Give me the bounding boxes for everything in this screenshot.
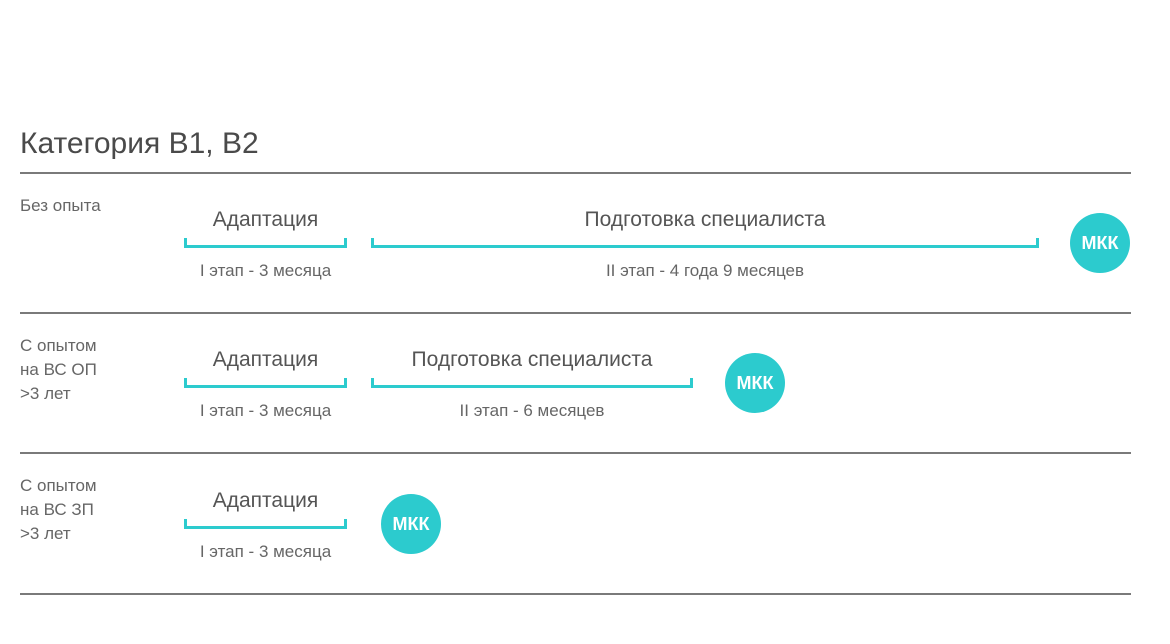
mkk-badge: МКК	[381, 494, 441, 554]
stage-bracket	[184, 519, 347, 529]
row-label: С опытом на ВС ОП >3 лет	[20, 336, 97, 403]
divider	[20, 452, 1131, 454]
row-label: С опытом на ВС ЗП >3 лет	[20, 476, 97, 543]
stage-duration: II этап - 6 месяцев	[459, 401, 605, 420]
stage-duration: I этап - 3 месяца	[199, 401, 332, 420]
stage-bracket	[184, 378, 347, 388]
page-title: Категория В1, В2	[20, 127, 259, 160]
stage-duration: II этап - 4 года 9 месяцев	[605, 261, 805, 280]
stage-adaptation: Адаптация I этап - 3 месяца	[184, 487, 347, 567]
divider	[20, 312, 1131, 314]
stage-adaptation: Адаптация I этап - 3 месяца	[184, 346, 347, 426]
stage-name: Адаптация	[212, 208, 319, 231]
stage-adaptation: Адаптация I этап - 3 месяца	[184, 206, 347, 286]
stage-bracket	[371, 378, 693, 388]
stage-bracket	[184, 238, 347, 248]
stage-duration: I этап - 3 месяца	[199, 261, 332, 280]
mkk-badge: МКК	[1070, 213, 1130, 273]
stage-name: Адаптация	[212, 489, 319, 512]
mkk-badge: МКК	[725, 353, 785, 413]
stage-bracket	[371, 238, 1039, 248]
stage-name: Адаптация	[212, 348, 319, 371]
divider	[20, 593, 1131, 595]
stage-name: Подготовка специалиста	[411, 348, 653, 371]
stage-specialist-training: Подготовка специалиста II этап - 6 месяц…	[371, 346, 693, 426]
row-label: Без опыта	[20, 196, 101, 215]
divider	[20, 172, 1131, 174]
stage-name: Подготовка специалиста	[584, 208, 826, 231]
stage-duration: I этап - 3 месяца	[199, 542, 332, 561]
stage-specialist-training: Подготовка специалиста II этап - 4 года …	[371, 206, 1039, 286]
